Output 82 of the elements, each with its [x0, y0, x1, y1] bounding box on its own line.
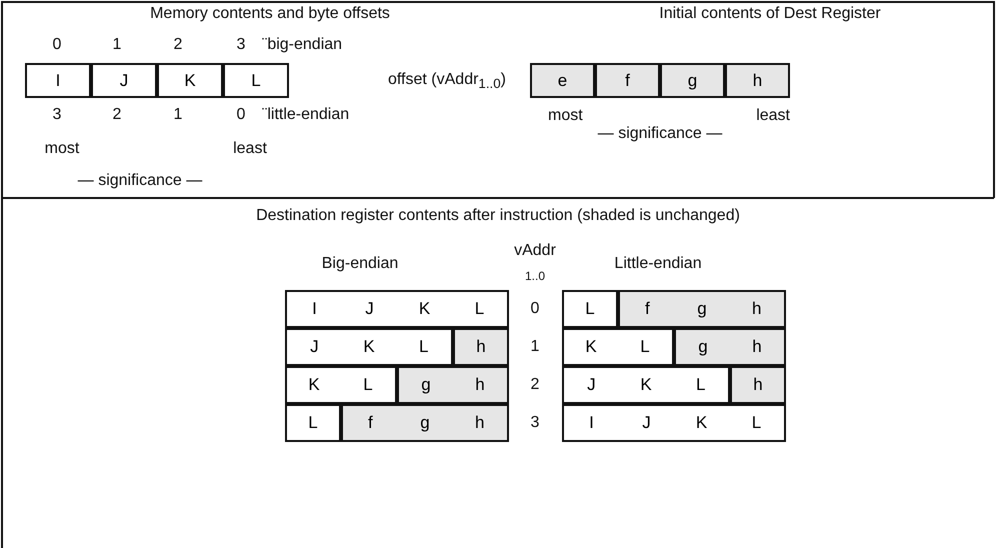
significance-label: — significance —: [78, 171, 202, 191]
unchanged-register-segment: [618, 290, 786, 328]
byte-offset: 3: [52, 105, 62, 125]
section-heading: Memory contents and byte offsets: [150, 4, 390, 24]
byte-offset: 2: [174, 35, 182, 55]
significance-end: least: [233, 139, 267, 159]
column-subscript: 1..0: [525, 268, 545, 285]
byte-value: K: [639, 374, 653, 396]
endianness-label: ¨little-endian: [262, 105, 350, 125]
byte-value: g: [697, 336, 709, 358]
memory-byte-cell: I: [25, 63, 91, 98]
byte-value: h: [750, 298, 762, 320]
significance-end: least: [756, 106, 790, 126]
unchanged-register-segment: [453, 328, 509, 366]
register-byte-cell: f: [595, 63, 660, 98]
significance-end: most: [548, 106, 583, 126]
unchanged-register-segment: [341, 404, 509, 442]
byte-value: g: [419, 412, 431, 434]
byte-value: L: [750, 412, 762, 434]
loaded-register-segment: [562, 404, 786, 442]
byte-offset: 3: [236, 35, 246, 55]
register-byte-cell: g: [660, 63, 725, 98]
byte-value: h: [474, 412, 486, 434]
byte-value: J: [641, 412, 652, 434]
unchanged-register-segment: [730, 366, 786, 404]
loaded-register-segment: [285, 366, 397, 404]
byte-value: J: [586, 374, 597, 396]
byte-offset: 1: [112, 35, 122, 55]
axis-label: offset (vAddr$_{1..0}$): [388, 70, 506, 94]
byte-value: L: [694, 374, 706, 396]
register-byte-cell: e: [530, 63, 595, 98]
byte-value: f: [366, 412, 374, 434]
memory-byte-cell: J: [91, 63, 157, 98]
endianness-label: ¨big-endian: [262, 35, 342, 55]
byte-value: L: [362, 374, 374, 396]
row-offset: 2: [530, 375, 540, 395]
byte-value: h: [751, 336, 763, 358]
byte-value: L: [418, 336, 430, 358]
column-heading: Little-endian: [614, 254, 702, 274]
loaded-register-segment: [562, 328, 674, 366]
significance-end: most: [44, 139, 80, 159]
byte-value: L: [307, 412, 319, 434]
column-heading: vAddr: [514, 241, 556, 261]
byte-value: g: [420, 374, 432, 396]
byte-value: J: [309, 336, 320, 358]
byte-value: I: [588, 412, 595, 434]
byte-value: h: [752, 374, 764, 396]
row-offset: 1: [530, 337, 540, 357]
column-heading: Big-endian: [322, 254, 398, 274]
significance-label: — significance —: [598, 124, 722, 144]
row-offset: 3: [530, 413, 540, 433]
register-byte-cell: h: [725, 63, 790, 98]
loaded-register-segment: [285, 290, 509, 328]
section-heading: Initial contents of Dest Register: [659, 4, 881, 24]
byte-value: J: [364, 298, 375, 320]
byte-value: K: [362, 336, 376, 358]
byte-value: f: [644, 298, 651, 320]
byte-offset: 0: [52, 35, 62, 55]
byte-offset: 0: [236, 105, 246, 125]
memory-byte-cell: L: [223, 63, 289, 98]
loaded-register-segment: [562, 290, 618, 328]
byte-value: K: [307, 374, 321, 396]
byte-value: L: [584, 298, 596, 320]
byte-offset: 2: [112, 105, 122, 125]
loaded-register-segment: [285, 404, 341, 442]
byte-value: g: [696, 298, 708, 320]
unchanged-register-segment: [397, 366, 509, 404]
byte-value: L: [474, 298, 486, 320]
byte-value: I: [311, 298, 318, 320]
byte-value: K: [584, 336, 598, 358]
byte-value: K: [418, 298, 432, 320]
byte-value: L: [639, 336, 651, 358]
loaded-register-segment: [562, 366, 730, 404]
byte-value: K: [694, 412, 708, 434]
unchanged-register-segment: [674, 328, 786, 366]
section-heading: Destination register contents after instruction (shaded is unchanged): [256, 206, 740, 226]
row-offset: 0: [530, 299, 540, 319]
byte-value: h: [475, 336, 487, 358]
byte-value: h: [474, 374, 486, 396]
loaded-register-segment: [285, 328, 453, 366]
memory-byte-cell: K: [157, 63, 223, 98]
byte-offset: 1: [174, 105, 182, 125]
